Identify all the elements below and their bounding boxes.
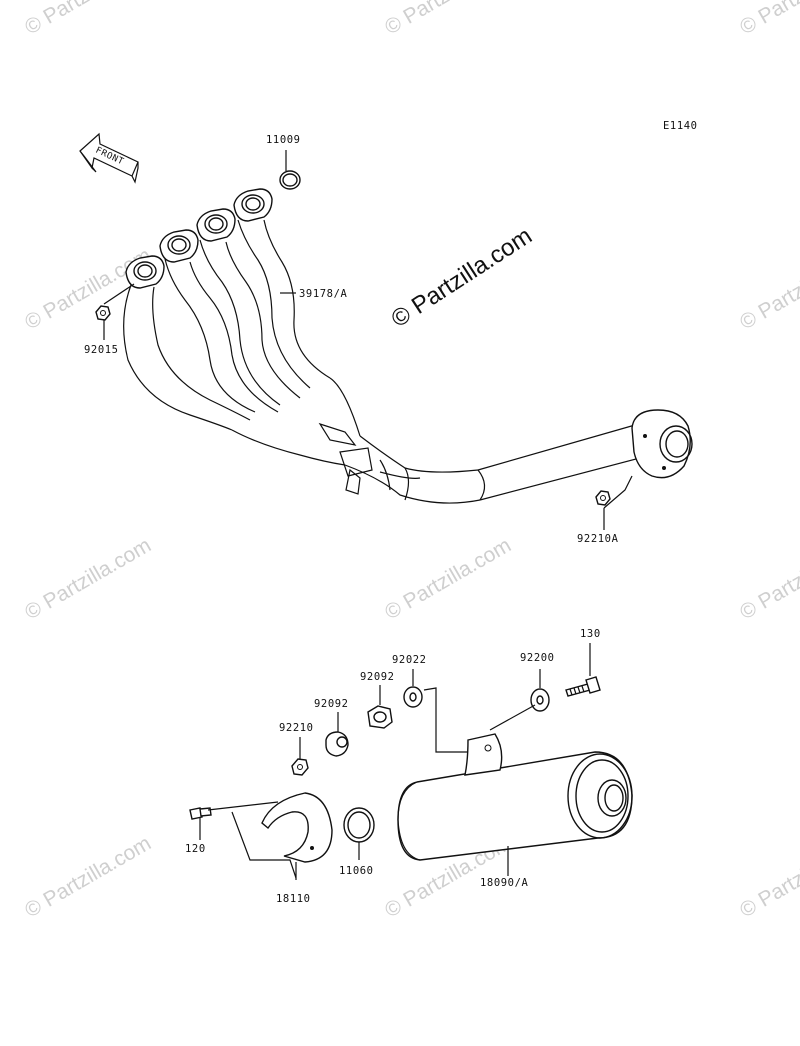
header-flange (159, 229, 199, 263)
watermark-tile: © Partzilla.com (21, 832, 155, 923)
grommet-92092-upper (367, 705, 393, 729)
part-label: 92092 (314, 698, 349, 710)
nut-92210 (291, 758, 309, 776)
watermark-tile: © Partzilla.com (736, 0, 800, 39)
watermark-tile: © Partzilla.com (736, 244, 800, 335)
watermark-tile: © Partzilla.com (381, 0, 515, 39)
part-label: 18110 (276, 893, 311, 905)
bolt-130 (565, 676, 601, 697)
part-label: 92092 (360, 671, 395, 683)
bolt-120 (189, 807, 212, 820)
front-arrow-icon: FRONT (79, 132, 139, 184)
washer-92022 (403, 686, 423, 708)
part-labels: 11009 39178/A 92015 92210A 130 92022 922… (84, 134, 619, 905)
gasket-11009 (279, 170, 301, 190)
part-label: 92210A (577, 533, 619, 545)
watermark-tile: © Partzilla.com (736, 534, 800, 625)
header-flange (233, 188, 273, 222)
watermark-tile: © Partzilla.com (21, 534, 155, 625)
part-label: 11060 (339, 865, 374, 877)
watermark-tile: © Partzilla.com (381, 534, 515, 625)
muffler-18090A (397, 733, 633, 861)
part-label: 11009 (266, 134, 301, 146)
part-label: 39178/A (299, 288, 348, 300)
watermark-tile: © Partzilla.com (21, 244, 155, 335)
part-label: 92210 (279, 722, 314, 734)
exhaust-header-pipe (123, 188, 693, 504)
watermark-tile: © Partzilla.com (736, 832, 800, 923)
gasket-11060 (343, 807, 375, 843)
part-label: 120 (185, 843, 206, 855)
nut-92015 (95, 305, 111, 321)
grommet-92092-lower (325, 731, 349, 757)
watermark-tile: © Partzilla.com (21, 0, 155, 39)
part-label: 18090/A (480, 877, 529, 889)
nut-92210A (595, 490, 611, 506)
part-label: 92015 (84, 344, 119, 356)
washer-92200 (530, 688, 550, 712)
watermark-main: © Partzilla.com (387, 222, 537, 333)
part-label: 92200 (520, 652, 555, 664)
header-flange (125, 255, 165, 289)
part-label: 130 (580, 628, 601, 640)
diagram-code: E1140 (663, 120, 698, 132)
part-label: 92022 (392, 654, 427, 666)
cover-18110 (261, 792, 333, 863)
header-flange (196, 208, 236, 242)
